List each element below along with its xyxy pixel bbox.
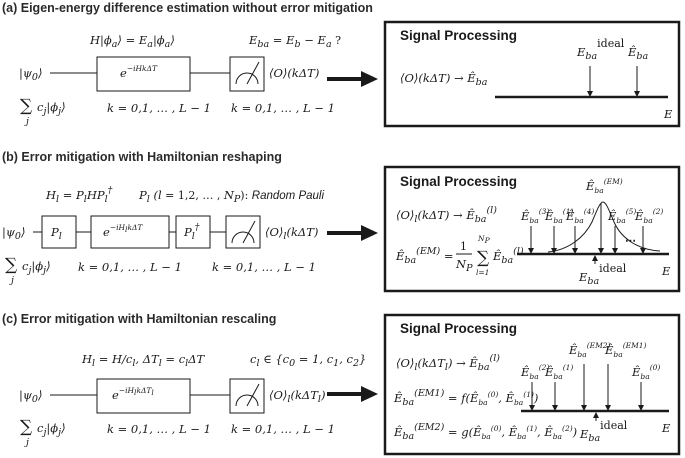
- panel-b-sp-map: ⟨O⟩l(kΔT) → Êba(l): [396, 205, 497, 225]
- svg-text:Pl (l = 1,2, … , NP): Random P: Pl (l = 1,2, … , NP): Random Pauli: [138, 188, 324, 205]
- panel-c-sp-map: ⟨O⟩l(kΔTl) → Êba(l): [396, 353, 500, 373]
- panel-b-initial-sum: ∑ j cj|ϕj⟩: [5, 255, 51, 286]
- panel-a-k-range-2: k = 0,1, … , L − 1: [231, 101, 335, 115]
- panel-a-sp-title: Signal Processing: [400, 28, 517, 43]
- svg-text:H|ϕa⟩ = Ea|ϕa⟩: H|ϕa⟩ = Ea|ϕa⟩: [89, 33, 175, 50]
- panel-a-eigen-equation: H|ϕa⟩ = Ea|ϕa⟩: [89, 33, 175, 50]
- panel-b-axis-e: E: [661, 264, 671, 278]
- panel-c-c-set: cl ∈ {c0 = 1, c1, c2}: [250, 352, 366, 369]
- svg-text:∑: ∑: [5, 255, 17, 275]
- panel-c-initial-sum: ∑ j cj|ϕj⟩: [20, 417, 66, 448]
- svg-text:j: j: [24, 437, 29, 448]
- svg-text:∑: ∑: [20, 96, 32, 116]
- panel-a-difference-equation: Eba = Eb − Ea ?: [248, 33, 341, 50]
- panel-a-circuit: |ψ0⟩ e−iHkΔT ⟨O⟩(kΔT): [19, 56, 319, 92]
- svg-text:Hl = PlHPl†: Hl = PlHPl†: [45, 185, 113, 205]
- panel-c-measure-output: ⟨O⟩l(kΔTl): [269, 388, 325, 405]
- panel-c-heading: (c) Error mitigation with Hamiltonian re…: [2, 312, 276, 326]
- svg-text:l=1: l=1: [476, 268, 489, 277]
- panel-b-dots: ⋯: [625, 234, 636, 247]
- panel-a-measure-output: ⟨O⟩(kΔT): [269, 66, 319, 80]
- svg-text:j: j: [9, 275, 14, 286]
- panel-b-k-range-1: k = 0,1, … , L − 1: [78, 260, 182, 274]
- panel-b-pauli-dagger-gate: [175, 215, 211, 249]
- panel-c-k-range-1: k = 0,1, … , L − 1: [107, 422, 211, 436]
- panel-c-axis-e: E: [661, 421, 671, 435]
- panel-a-k-range-1: k = 0,1, … , L − 1: [107, 101, 211, 115]
- svg-text:cj|ϕj⟩: cj|ϕj⟩: [22, 259, 51, 276]
- panel-a-initial-sum: ∑ j cj|ϕj⟩: [20, 96, 66, 127]
- panel-a-psi0: |ψ0⟩: [19, 66, 42, 83]
- panel-b-k-range-2: k = 0,1, … , L − 1: [212, 260, 316, 274]
- svg-text:∑: ∑: [477, 248, 489, 268]
- svg-text:NP: NP: [477, 234, 491, 245]
- panel-b-circuit: |ψ0⟩ Pl e−iHlkΔT Pl† ⟨O⟩l(kΔT): [2, 215, 318, 249]
- panel-c-meter-icon: [229, 378, 265, 414]
- panel-c-psi0: |ψ0⟩: [19, 388, 42, 405]
- svg-text:Hl = H/cl, ΔTl = clΔT: Hl = H/cl, ΔTl = clΔT: [81, 352, 206, 369]
- panel-c-evolution-gate: [96, 378, 191, 414]
- panel-a-evolution-gate: [96, 56, 191, 92]
- panel-a-sp-map: ⟨O⟩(kΔT) → Êba: [400, 71, 488, 88]
- panel-b-signal-processing-box: [383, 165, 681, 293]
- panel-c-sp-title: Signal Processing: [400, 321, 517, 336]
- svg-text:cl ∈ {c0 = 1, c1, c2}: cl ∈ {c0 = 1, c1, c2}: [250, 352, 366, 369]
- svg-text:1: 1: [460, 240, 467, 253]
- panel-a-signal-processing-box: [383, 20, 681, 128]
- panel-b-measure-output: ⟨O⟩l(kΔT): [265, 225, 318, 242]
- panel-b-psi0: |ψ0⟩: [2, 225, 25, 242]
- panel-b-pauli-definition: Pl (l = 1,2, … , NP): Random Pauli: [138, 188, 324, 205]
- panel-b-hamiltonian-definition: Hl = PlHPl†: [45, 185, 113, 205]
- panel-a-heading: (a) Eigen-energy difference estimation w…: [2, 1, 373, 15]
- panel-b-evolution-gate: [90, 215, 170, 249]
- panel-b-heading: (b) Error mitigation with Hamiltonian re…: [2, 150, 282, 164]
- svg-text:Pl: Pl: [50, 225, 62, 242]
- panel-c-circuit: |ψ0⟩ e−iHlkΔTl ⟨O⟩l(kΔTl): [19, 378, 325, 414]
- panel-b-distribution-curve: [547, 201, 661, 253]
- svg-text:j: j: [24, 116, 29, 127]
- svg-text:∑: ∑: [20, 417, 32, 437]
- svg-text:Eba = Eb − Ea ?: Eba = Eb − Ea ?: [248, 33, 341, 50]
- panel-a-axis-e: E: [663, 107, 673, 121]
- panel-c-k-range-2: k = 0,1, … , L − 1: [231, 422, 335, 436]
- svg-text:cj|ϕj⟩: cj|ϕj⟩: [37, 100, 66, 117]
- svg-text:cj|ϕj⟩: cj|ϕj⟩: [37, 421, 66, 438]
- panel-c-hamiltonian-definition: Hl = H/cl, ΔTl = clΔT: [81, 352, 206, 369]
- panel-b-pauli-gate: [41, 215, 77, 249]
- panel-b-sp-title: Signal Processing: [400, 174, 517, 189]
